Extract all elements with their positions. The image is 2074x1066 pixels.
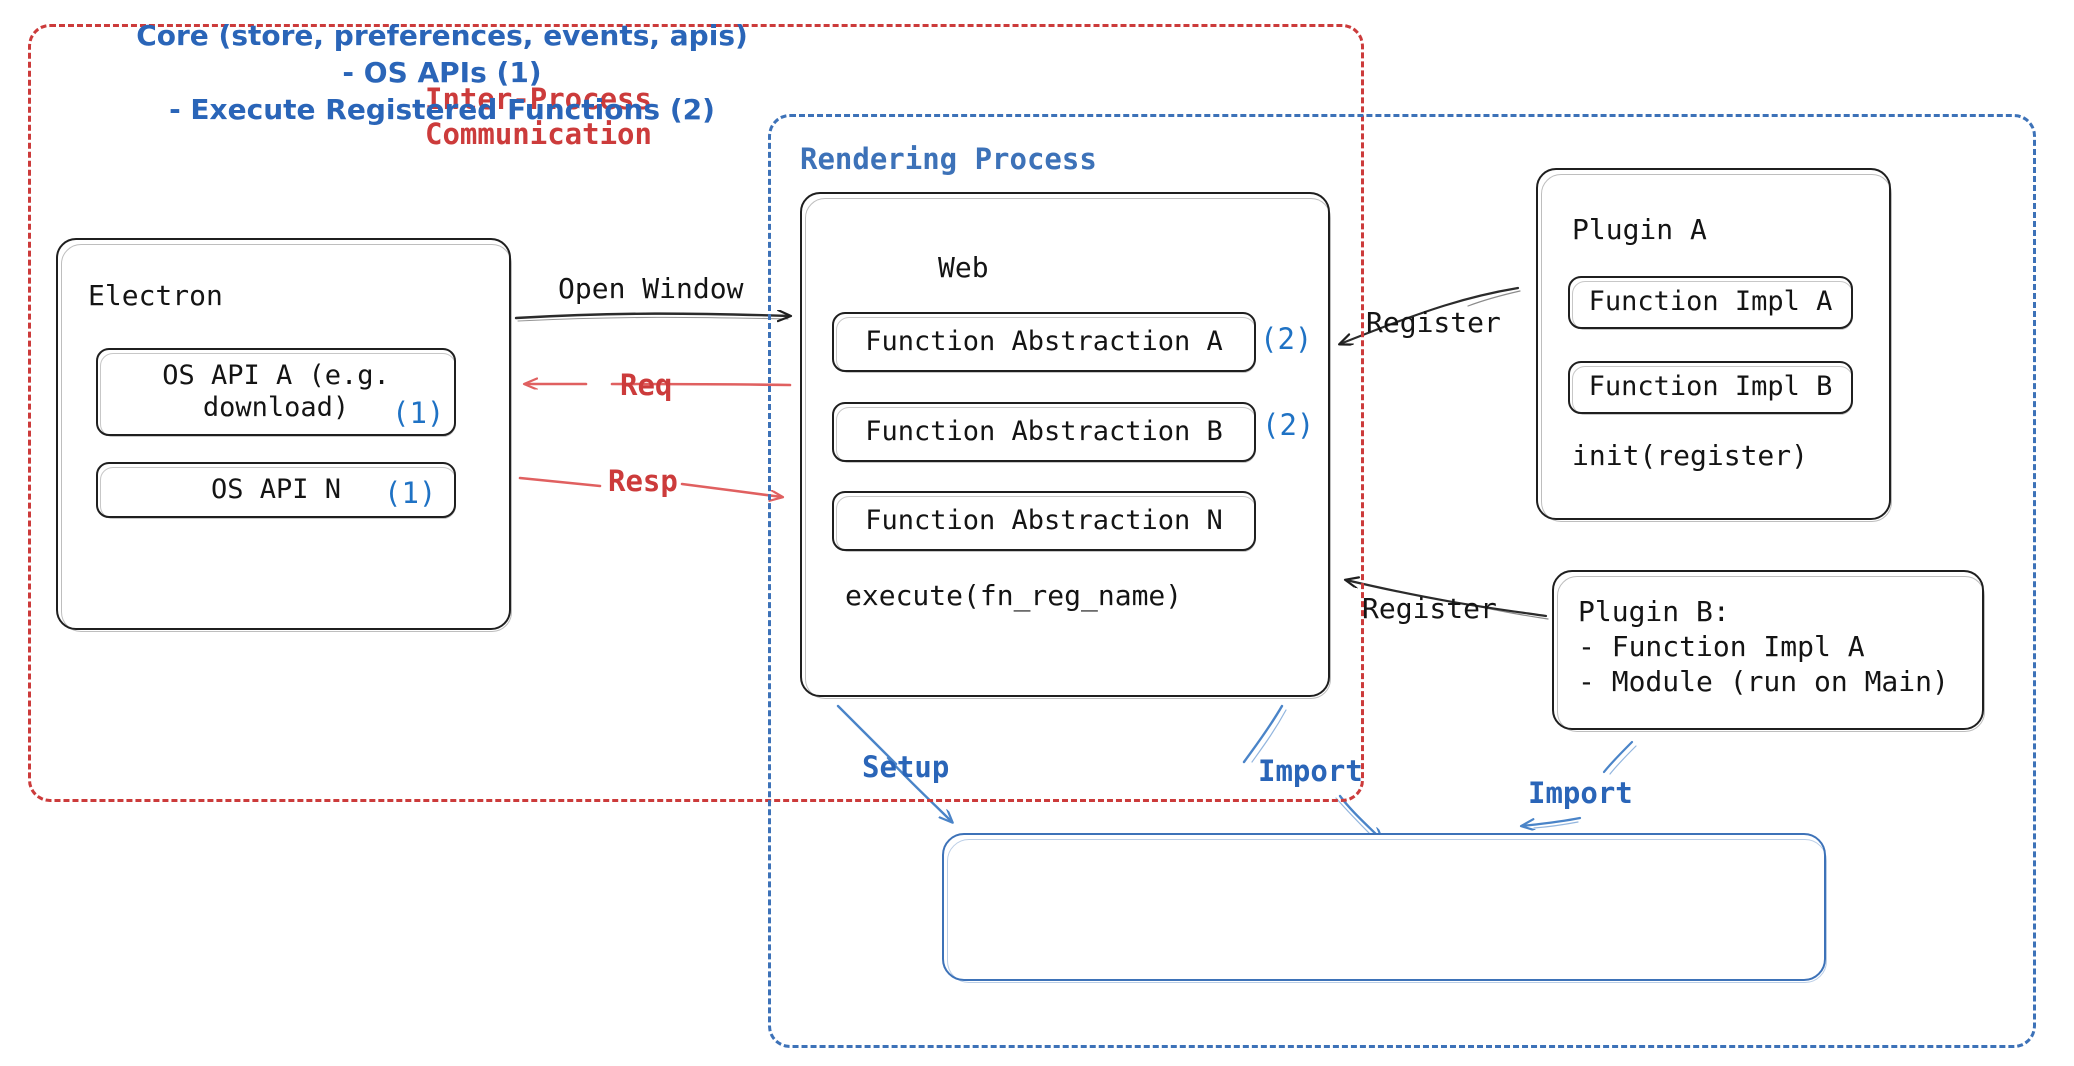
os-api-n-marker: (1) (384, 476, 437, 510)
edge-label-open-window: Open Window (558, 272, 744, 305)
group-inter-process-communication (28, 24, 1364, 802)
edge-label-import-web: Import (1258, 754, 1363, 788)
group-label-rendering-process: Rendering Process (800, 142, 1097, 176)
core-box[interactable] (942, 833, 1827, 983)
function-abstraction-b-box[interactable]: Function Abstraction B (832, 402, 1256, 463)
plugin-b-box[interactable] (1552, 570, 1985, 732)
group-rendering-process (768, 114, 2036, 1048)
function-abstraction-a-marker: (2) (1260, 322, 1313, 356)
group-label-ipc: Inter-Process Communication (425, 82, 652, 152)
edge-label-resp: Resp (608, 464, 678, 498)
os-api-a-box[interactable]: OS API A (e.g. download) (96, 348, 456, 437)
plugin-b-text: Plugin B: - Function Impl A - Module (ru… (1578, 595, 1949, 698)
plugin-a-function-impl-b-box[interactable]: Function Impl B (1568, 361, 1853, 415)
web-execute-note: execute(fn_reg_name) (845, 579, 1183, 612)
electron-title: Electron (88, 279, 223, 312)
edge-label-setup: Setup (862, 750, 950, 784)
plugin-a-function-impl-a-box[interactable]: Function Impl A (1568, 276, 1853, 330)
os-api-a-marker: (1) (392, 396, 445, 430)
function-abstraction-n-box[interactable]: Function Abstraction N (832, 491, 1256, 552)
edge-label-register-plugin-a: Register (1366, 306, 1501, 339)
core-text: Core (store, preferences, events, apis) … (136, 19, 748, 126)
web-title: Web (938, 251, 989, 284)
plugin-a-title: Plugin A (1572, 213, 1707, 246)
plugin-a-box[interactable] (1536, 168, 1892, 522)
edge-label-req: Req (620, 368, 673, 402)
edge-label-import-plugin-b: Import (1528, 776, 1633, 810)
edge-label-register-plugin-b: Register (1362, 592, 1497, 625)
plugin-a-init-note: init(register) (1572, 439, 1809, 472)
function-abstraction-b-marker: (2) (1262, 408, 1315, 442)
function-abstraction-a-box[interactable]: Function Abstraction A (832, 312, 1256, 373)
